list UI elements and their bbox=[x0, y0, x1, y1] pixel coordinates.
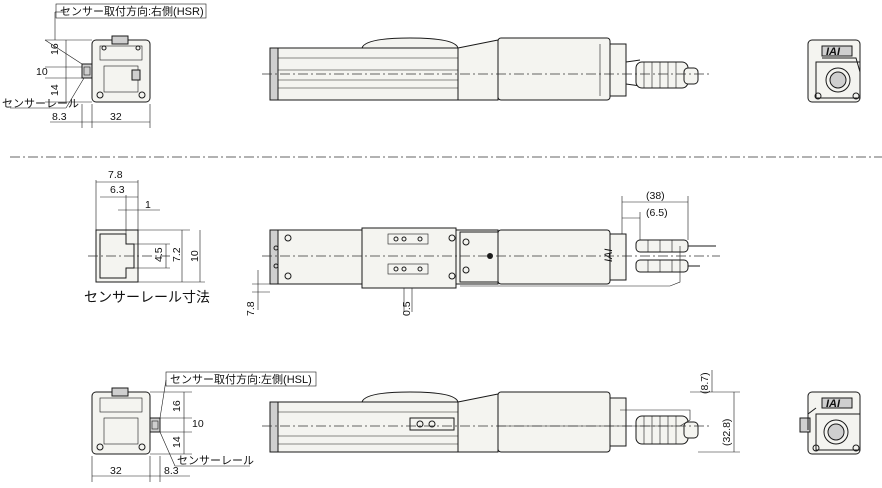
top-left-dimensions bbox=[10, 11, 151, 128]
hsl-direction-label: センサー取付方向:左側(HSL) bbox=[170, 372, 312, 386]
dim-10-bottom: 10 bbox=[192, 418, 204, 430]
dim-8-3-top: 8.3 bbox=[52, 111, 67, 123]
dim-8-3-bottom: 8.3 bbox=[164, 465, 179, 477]
iai-logo-bottom: IAI bbox=[826, 398, 841, 410]
hsl-label-box bbox=[165, 371, 317, 387]
top-right-end-view: IAI bbox=[807, 39, 861, 103]
sensor-rail-label-top: センサーレール bbox=[2, 97, 79, 110]
dim-0-5-middle: 0.5 bbox=[401, 301, 413, 316]
dim-8-7: (8.7) bbox=[699, 372, 711, 394]
dim-10-rail: 10 bbox=[189, 250, 201, 262]
hsr-label-box bbox=[55, 3, 207, 19]
top-left-end-view bbox=[81, 35, 151, 103]
dim-32-top: 32 bbox=[110, 111, 122, 123]
dim-7-8-middle: 7.8 bbox=[245, 301, 257, 316]
bottom-right-end-view: IAI bbox=[799, 391, 861, 455]
sensor-rail-section bbox=[88, 180, 205, 283]
bottom-side-view bbox=[262, 391, 712, 453]
dim-16-bottom: 16 bbox=[171, 400, 183, 412]
dim-14-top: 14 bbox=[49, 84, 61, 96]
dim-10-top: 10 bbox=[36, 66, 48, 78]
dim-16-top: 16 bbox=[49, 43, 61, 55]
middle-top-view: IAI bbox=[262, 227, 720, 289]
dim-14-bottom: 14 bbox=[171, 436, 183, 448]
dim-1-rail: 1 bbox=[145, 199, 151, 211]
top-side-view bbox=[262, 37, 712, 101]
dim-4-5-rail: 4.5 bbox=[153, 247, 165, 262]
bottom-left-dimensions bbox=[91, 379, 250, 482]
bottom-left-end-view bbox=[91, 387, 161, 455]
middle-dimensions bbox=[252, 196, 689, 312]
iai-logo-top: IAI bbox=[826, 46, 841, 58]
dim-32-8: (32.8) bbox=[721, 419, 733, 446]
dim-6-3-rail: 6.3 bbox=[110, 184, 125, 196]
sensor-rail-dims-caption: センサーレール寸法 bbox=[84, 289, 210, 305]
dim-7-8-rail: 7.8 bbox=[108, 169, 123, 181]
sensor-rail-label-bottom: センサーレール bbox=[177, 454, 254, 467]
dim-6-5: (6.5) bbox=[646, 207, 668, 219]
hsr-direction-label: センサー取付方向:右側(HSR) bbox=[60, 4, 204, 18]
dim-7-2-rail: 7.2 bbox=[171, 247, 183, 262]
dim-32-bottom: 32 bbox=[110, 465, 122, 477]
iai-logo-middle: IAI bbox=[603, 249, 615, 262]
dim-38: (38) bbox=[646, 190, 665, 202]
bottom-right-dimensions bbox=[690, 370, 740, 453]
